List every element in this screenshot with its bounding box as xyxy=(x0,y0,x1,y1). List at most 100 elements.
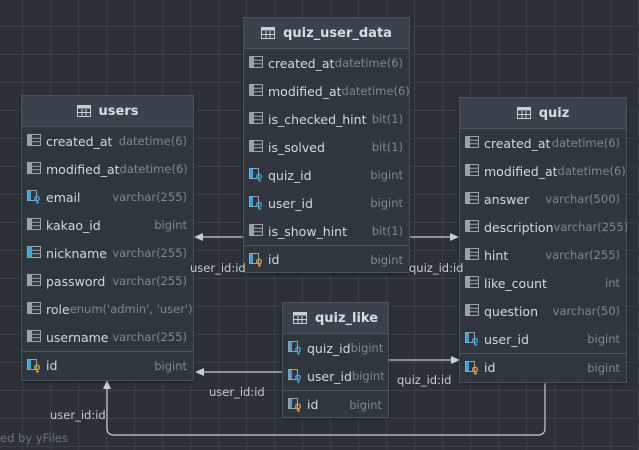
column-type: varchar(255) xyxy=(112,274,187,288)
column-icon xyxy=(465,248,479,260)
column-type: varchar(500) xyxy=(545,192,620,206)
column-type: bit(1) xyxy=(371,224,403,238)
column-name: user_id xyxy=(307,368,352,384)
column-name: user_id xyxy=(268,195,313,211)
column-name: like_count xyxy=(484,275,547,291)
arrow-to-quiz-1 xyxy=(450,233,459,241)
edge-label-ql-quiz: quiz_id:id xyxy=(397,373,452,387)
column-name: modified_at xyxy=(46,161,120,177)
column-type: datetime(6) xyxy=(118,134,187,148)
column-name: question xyxy=(484,303,539,319)
column-name: id xyxy=(484,360,496,375)
column-icon xyxy=(27,218,41,230)
column-icon xyxy=(465,304,479,316)
table-title: quiz_user_data xyxy=(283,25,392,41)
column-name: answer xyxy=(484,191,530,207)
column-type: bigint xyxy=(587,360,620,375)
table-icon xyxy=(261,27,276,39)
users-table-header[interactable]: users xyxy=(22,96,193,127)
foreign-key-icon xyxy=(249,196,263,210)
column-name: user_id xyxy=(484,331,529,347)
quiz-table-header[interactable]: quiz xyxy=(460,98,626,129)
column-name: quiz_id xyxy=(307,340,351,356)
column-icon xyxy=(465,276,479,288)
watermark: ed by yFiles xyxy=(0,431,68,445)
column-type: varchar(255) xyxy=(553,220,629,234)
column-type: varchar(255) xyxy=(545,248,620,262)
column-type: datetime(6) xyxy=(551,136,620,150)
primary-key-row[interactable]: id bigint xyxy=(22,351,193,379)
table-title: quiz xyxy=(538,105,570,121)
column-name: hint xyxy=(484,247,509,263)
column-type: varchar(255) xyxy=(112,190,187,204)
column-row[interactable]: email varchar(255) xyxy=(22,183,193,211)
column-icon xyxy=(27,330,41,342)
column-icon xyxy=(249,112,263,124)
column-type: bigint xyxy=(154,358,187,373)
column-icon xyxy=(27,302,41,314)
column-icon xyxy=(465,164,479,176)
column-row[interactable]: hint varchar(255) xyxy=(460,241,626,269)
column-type: bigint xyxy=(350,341,384,355)
arrow-to-users-2 xyxy=(195,368,204,376)
quiz-user-data-table-header[interactable]: quiz_user_data xyxy=(244,18,409,49)
column-type: datetime(6) xyxy=(119,162,188,176)
column-type: enum('admin', 'user') xyxy=(69,302,193,316)
quiz-like-table-header[interactable]: quiz_like xyxy=(283,303,388,334)
primary-key-icon xyxy=(27,359,41,373)
column-name: created_at xyxy=(268,55,335,71)
primary-key-icon xyxy=(249,253,263,267)
table-icon xyxy=(516,107,531,119)
column-icon xyxy=(249,224,263,236)
primary-key-icon xyxy=(288,398,302,412)
column-icon xyxy=(465,192,479,204)
column-row[interactable]: answer varchar(500) xyxy=(460,185,626,213)
table-title: quiz_like xyxy=(314,310,379,326)
column-name: modified_at xyxy=(484,163,558,179)
column-name: modified_at xyxy=(268,83,342,99)
column-type: datetime(6) xyxy=(334,56,403,70)
column-type: varchar(255) xyxy=(112,246,187,260)
column-name: created_at xyxy=(484,135,551,151)
column-type: bigint xyxy=(154,218,187,232)
column-name: id xyxy=(46,358,58,373)
foreign-key-icon xyxy=(465,332,479,346)
column-type: bigint xyxy=(370,168,403,182)
column-type: datetime(6) xyxy=(557,164,626,178)
column-icon xyxy=(465,220,479,232)
table-icon xyxy=(292,312,307,324)
column-type: datetime(6) xyxy=(341,84,410,98)
column-type: bigint xyxy=(351,369,385,383)
primary-key-row[interactable]: id bigint xyxy=(460,353,626,381)
column-name: email xyxy=(46,189,81,205)
